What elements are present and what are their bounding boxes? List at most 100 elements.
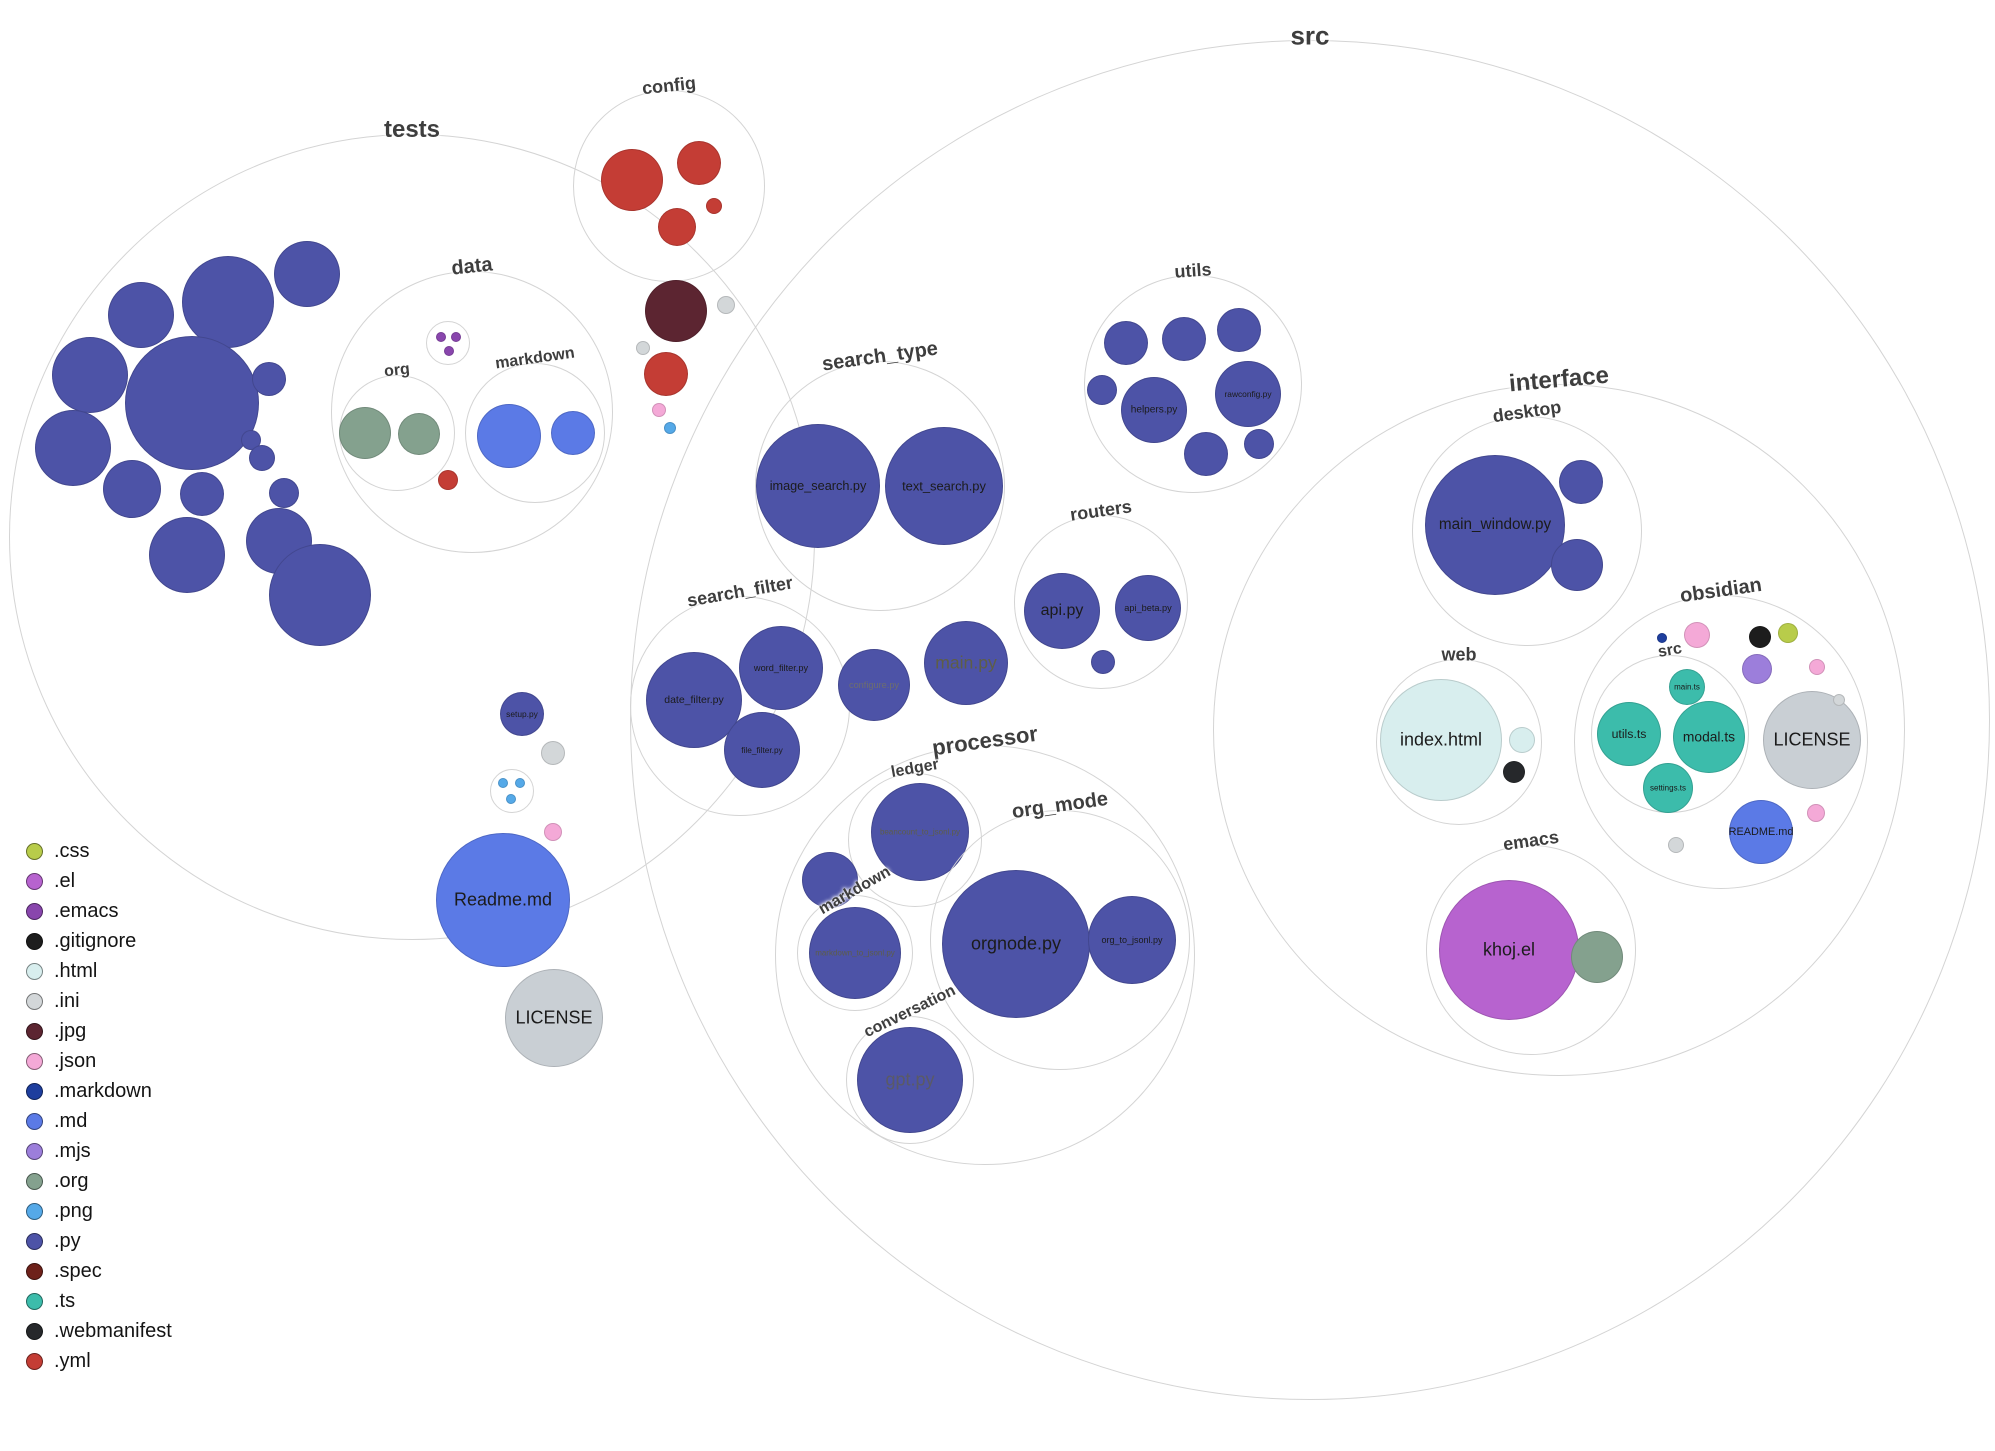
file-circle-yml-file	[438, 470, 458, 490]
legend-label-mjs: .mjs	[54, 1139, 91, 1162]
file-circle-text-search-py	[885, 427, 1003, 545]
legend-item-org: .org	[26, 1166, 172, 1196]
file-circle-readme-md	[1729, 800, 1793, 864]
file-circle-setup-py	[500, 692, 544, 736]
file-circle-settings-ts	[1643, 763, 1693, 813]
file-circle-py-file	[1104, 321, 1148, 365]
file-circle-css-file	[1778, 623, 1798, 643]
file-circle-rawconfig-py	[1215, 361, 1281, 427]
file-circle-api-py	[1024, 573, 1100, 649]
file-circle-md-file	[477, 404, 541, 468]
file-circle-yml-file	[644, 352, 688, 396]
legend-label-png: .png	[54, 1199, 93, 1222]
file-circle-emacs-file	[436, 332, 446, 342]
file-circle-json-file	[652, 403, 666, 417]
file-circle-org-file	[339, 407, 391, 459]
file-circle-ini-file	[717, 296, 735, 314]
file-circle-py-file	[1551, 539, 1603, 591]
file-circle-license-obsidian	[1763, 691, 1861, 789]
folder-circle-data	[331, 271, 613, 553]
legend: .css.el.emacs.gitignore.html.ini.jpg.jso…	[26, 836, 172, 1376]
legend-item-json: .json	[26, 1046, 172, 1076]
legend-swatch-gitignore-icon	[26, 932, 43, 950]
file-circle-yml-file	[677, 141, 721, 185]
file-circle-main-ts	[1669, 669, 1705, 705]
legend-item-py: .py	[26, 1226, 172, 1256]
legend-swatch-mjs-icon	[26, 1142, 43, 1160]
file-circle-png-file	[498, 778, 508, 788]
file-circle-mjs-file	[1742, 654, 1772, 684]
legend-label-yml: .yml	[54, 1349, 91, 1372]
file-circle-index-html	[1380, 679, 1502, 801]
folder-circle-interface	[1213, 384, 1905, 1076]
legend-item-webmanifest: .webmanifest	[26, 1316, 172, 1346]
file-circle-png-file	[506, 794, 516, 804]
legend-swatch-spec-icon	[26, 1262, 43, 1280]
folder-circle-emacs	[1426, 845, 1636, 1055]
legend-item-spec: .spec	[26, 1256, 172, 1286]
file-circle-json-file	[544, 823, 562, 841]
folder-circle-obsidian	[1574, 595, 1868, 889]
file-circle-gpt-py	[857, 1027, 963, 1133]
legend-label-json: .json	[54, 1049, 97, 1072]
file-circle-py-file	[1087, 375, 1117, 405]
legend-label-ts: .ts	[54, 1289, 76, 1312]
legend-swatch-webmanifest-icon	[26, 1322, 43, 1340]
file-circle-json-file	[1809, 659, 1825, 675]
legend-label-jpg: .jpg	[54, 1019, 87, 1042]
legend-label-emacs: .emacs	[54, 899, 119, 922]
file-circle-md-file	[551, 411, 595, 455]
folder-circle-png-group	[490, 769, 534, 813]
file-circle-file-filter-py	[724, 712, 800, 788]
file-circle-ini-file	[541, 741, 565, 765]
file-circle-py-file	[249, 445, 275, 471]
folder-circle-conversation	[846, 1016, 974, 1144]
legend-item-gitignore: .gitignore	[26, 926, 172, 956]
file-circle-api-beta-py	[1115, 575, 1181, 641]
file-circle-word-filter-py	[739, 626, 823, 710]
file-circle-json-file	[1684, 622, 1710, 648]
file-circle-html-file	[1509, 727, 1535, 753]
legend-item-html: .html	[26, 956, 172, 986]
file-circle-ini-file	[1833, 694, 1845, 706]
file-circle-py-file	[108, 282, 174, 348]
legend-swatch-html-icon	[26, 962, 43, 980]
file-circle-py-file	[269, 544, 371, 646]
legend-swatch-py-icon	[26, 1232, 43, 1250]
legend-swatch-emacs-icon	[26, 902, 43, 920]
legend-item-png: .png	[26, 1196, 172, 1226]
legend-swatch-md-icon	[26, 1112, 43, 1130]
file-circle-py-file	[35, 410, 111, 486]
file-circle-yml-file	[601, 149, 663, 211]
file-circle-utils-ts	[1597, 702, 1661, 766]
file-circle-py-file	[1091, 650, 1115, 674]
legend-swatch-markdown-icon	[26, 1082, 43, 1100]
file-circle-configure-py	[838, 649, 910, 721]
folder-circle-search-type	[755, 361, 1005, 611]
folder-circle-org-mode	[930, 810, 1190, 1070]
legend-swatch-jpg-icon	[26, 1022, 43, 1040]
legend-item-emacs: .emacs	[26, 896, 172, 926]
file-circle-org-file	[398, 413, 440, 455]
file-circle-date-filter-py	[646, 652, 742, 748]
file-circle-json-file	[1807, 804, 1825, 822]
file-circle-license	[505, 969, 603, 1067]
folder-circle-processor	[775, 745, 1195, 1165]
folder-circle-emacs-data-group	[426, 321, 470, 365]
file-circle-jpg-file	[645, 280, 707, 342]
legend-label-org: .org	[54, 1169, 89, 1192]
file-circle-ini-file	[1668, 837, 1684, 853]
file-circle-emacs-file	[451, 332, 461, 342]
file-circle-py-file	[125, 336, 259, 470]
file-circle-py-file	[269, 478, 299, 508]
legend-item-yml: .yml	[26, 1346, 172, 1376]
file-circle-emacs-file	[444, 346, 454, 356]
folder-circle-utils	[1084, 275, 1302, 493]
legend-label-gitignore: .gitignore	[54, 929, 137, 952]
file-circle-main-py	[924, 621, 1008, 705]
legend-swatch-yml-icon	[26, 1352, 43, 1370]
file-circle-orgnode-py	[942, 870, 1090, 1018]
file-circle-readme-md	[436, 833, 570, 967]
legend-swatch-ini-icon	[26, 992, 43, 1010]
